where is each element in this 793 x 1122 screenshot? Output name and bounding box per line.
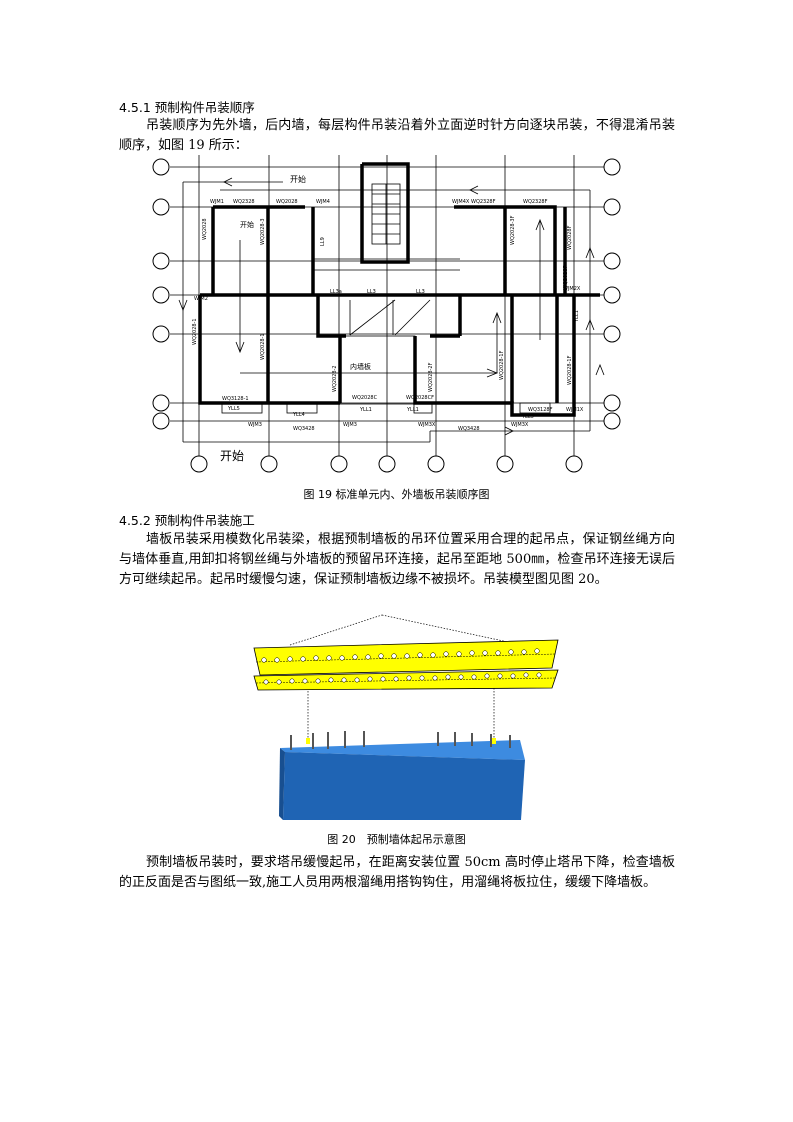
start-label-top: 开始 — [290, 174, 306, 184]
panel-code: WQ2028-1F — [567, 355, 573, 385]
panel-code: WQ2028-1 — [260, 333, 266, 360]
panel-code: WQ3428 — [458, 426, 480, 432]
panel-code: WQ2028-1F — [499, 350, 505, 380]
panel-code: YLL1 — [574, 310, 580, 323]
panel-code: WQ2028-2 — [332, 365, 338, 392]
figure-19-caption: 图 19 标准单元内、外墙板吊装顺序图 — [303, 488, 490, 501]
panel-code: WQ2028CF — [406, 395, 434, 401]
panel-code: YLL1 — [406, 407, 419, 413]
closing-paragraph: 预制墙板吊装时，要求塔吊缓慢起吊，在距离安装位置 50cm 高时停止塔吊下降，检… — [119, 855, 675, 890]
panel-code: WJM2 — [194, 296, 208, 302]
panel-code: WJM3X — [418, 422, 436, 428]
panel-code: WJM4 — [316, 199, 330, 205]
panel-code: WJM1 — [210, 199, 224, 205]
panel-code: WQ2028C — [352, 395, 378, 401]
panel-code: WJM2X — [563, 286, 581, 292]
panel-code: WQ2028F — [563, 265, 569, 290]
panel-code: WQ3428 — [293, 426, 315, 432]
panel-code: WQ3128-1 — [222, 396, 249, 402]
lifting-loops — [290, 731, 511, 750]
panel-code: WQ2328 — [233, 199, 255, 205]
panel-code: LL3 — [416, 289, 425, 295]
panel-code: WQ2028-3 — [260, 218, 266, 245]
panel-code: WQ2028-1 — [192, 318, 198, 345]
lifting-diagram — [250, 610, 560, 825]
panel-code: YLL4 — [292, 412, 305, 418]
panel-code: WQ2328F — [471, 199, 496, 205]
inner-wall-label: 内墙板 — [350, 362, 371, 371]
panel-code: WJM1X — [566, 407, 584, 413]
section-heading-451: 4.5.1 预制构件吊装顺序 — [119, 100, 255, 115]
panel-code: WQ3128F — [528, 407, 553, 413]
start-label-inner: 开始 — [240, 220, 254, 229]
panel-code: YLL5 — [521, 414, 534, 420]
floor-plan-figure: 开始 开始 开始 内墙板 WJM1 WQ2328 WQ2028 WJM4 WJM… — [152, 155, 621, 473]
section-paragraph-451: 吊装顺序为先外墙，后内墙，每层构件吊装沿着外立面逆时针方向逐块吊装，不得混淆吊装… — [119, 118, 675, 153]
panel-code: WQ2028F — [567, 225, 573, 250]
panel-code: WQ2028 — [202, 218, 208, 240]
panel-code: WQ2028-3F — [510, 215, 516, 245]
panel-code: WQ2328F — [523, 199, 548, 205]
figure-20-caption: 图 20 预制墙体起吊示意图 — [327, 833, 466, 846]
panel-code: WJM3X — [511, 422, 529, 428]
panel-code: LL3 — [367, 289, 376, 295]
precast-wall-panel — [279, 740, 525, 820]
panel-code: WQ2028 — [276, 199, 298, 205]
lifting-beam — [253, 639, 559, 691]
section-paragraph-452: 墙板吊装采用模数化吊装梁，根据预制墙板的吊环位置采用合理的起吊点，保证钢丝绳方向… — [119, 532, 675, 587]
panel-code: YLL1 — [359, 407, 372, 413]
start-label-bottom: 开始 — [220, 449, 244, 463]
panel-code: LL3a — [330, 289, 342, 295]
panel-code: WJM3 — [343, 422, 357, 428]
panel-code: WJM3 — [248, 422, 262, 428]
beam-holes — [261, 648, 542, 685]
section-heading-452: 4.5.2 预制构件吊装施工 — [119, 513, 255, 528]
panel-code: WJM4X — [452, 199, 470, 205]
panel-code: WQ2028-2F — [428, 362, 434, 392]
panel-code: YLL5 — [227, 406, 240, 412]
panel-code: LL9 — [320, 237, 326, 246]
